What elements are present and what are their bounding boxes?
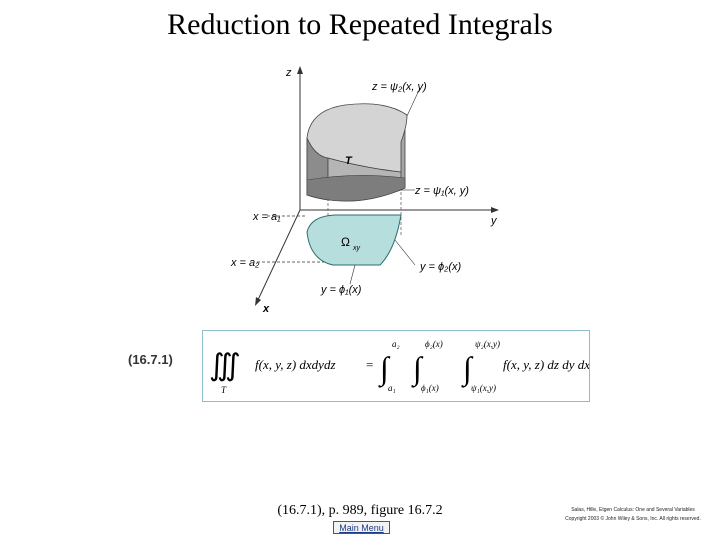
y-axis-label: y <box>490 215 498 227</box>
inner-lower-limit: ψ₁(x,y) <box>471 383 496 393</box>
outer-upper-limit: a₂ <box>392 339 400 349</box>
copyright-notice: Salas, Hille, Etgen Calculus: One and Se… <box>553 506 713 524</box>
copyright-line-2: Copyright 2003 © John Wiley & Sons, Inc.… <box>565 516 701 522</box>
triple-integral-sign: ∭ <box>209 349 241 382</box>
x-a2-label: x = a₂ <box>230 257 260 269</box>
omega-region <box>306 214 402 266</box>
inner-integral-sign: ∫ <box>461 350 474 388</box>
lower-surface <box>306 175 406 202</box>
rhs-integrand: f(x, y, z) dz dy dx. <box>503 357 589 372</box>
page-title: Reduction to Repeated Integrals <box>167 8 553 41</box>
middle-upper-limit: ϕ₂(x) <box>425 339 443 349</box>
region-t-label: T <box>345 155 353 167</box>
omega-label: Ω <box>341 235 350 249</box>
copyright-line-1: Salas, Hille, Etgen Calculus: One and Se… <box>571 507 695 513</box>
outer-integral-sign: ∫ <box>378 350 391 388</box>
region-t-subscript: T <box>221 385 227 395</box>
middle-integral-sign: ∫ <box>411 350 424 388</box>
equation-number: (16.7.1) <box>128 352 173 367</box>
main-menu-button[interactable]: Main Menu <box>333 521 390 534</box>
x-a1-label: x = a₁ <box>252 211 281 223</box>
z-axis-label: z <box>285 67 292 79</box>
x-axis <box>256 209 301 303</box>
figure-caption: (16.7.1), p. 989, figure 16.7.2 <box>277 503 443 518</box>
upper-surface-label: z = ψ₂(x, y) <box>371 81 427 93</box>
equals-sign: = <box>366 357 373 372</box>
inner-upper-limit: ψ₂(x,y) <box>475 339 500 349</box>
omega-sub-label: xy <box>352 245 361 252</box>
phi1-label: y = ϕ₁(x) <box>320 284 362 296</box>
upper-surface <box>306 103 408 173</box>
x-axis-label: x <box>262 303 270 315</box>
equation-box: ∭ T f(x, y, z) dxdydz = ∫ a₂ a₁ ∫ ϕ₂(x) … <box>202 330 590 402</box>
phi2-label: y = ϕ₂(x) <box>419 261 462 273</box>
outer-lower-limit: a₁ <box>388 383 396 393</box>
lhs-integrand: f(x, y, z) dxdydz <box>255 357 336 372</box>
middle-lower-limit: ϕ₁(x) <box>421 383 439 393</box>
lower-surface-label: z = ψ₁(x, y) <box>414 185 469 197</box>
solid-region-figure: z y x T Ω xy z = ψ₂(x, y) z = ψ₁(x, y) x… <box>230 66 499 315</box>
